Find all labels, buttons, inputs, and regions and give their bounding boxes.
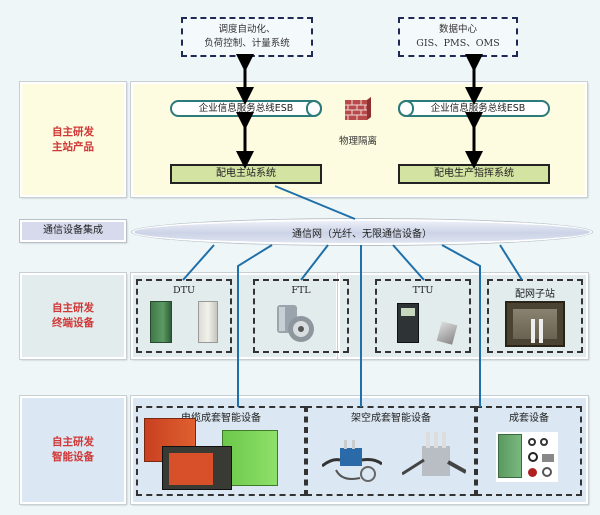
dispatch-line1: 调度自动化、 bbox=[218, 24, 276, 35]
dtu-grey-cabinet-icon bbox=[198, 301, 218, 343]
group-dtu: DTU bbox=[136, 279, 232, 353]
group-ttu: TTU bbox=[375, 279, 471, 353]
dispatch-automation-box: 调度自动化、 负荷控制、计量系统 bbox=[181, 17, 313, 57]
esb-right-cap bbox=[398, 100, 414, 117]
row-label-master-line2: 主站产品 bbox=[52, 140, 94, 153]
dispatch-line2: 负荷控制、计量系统 bbox=[204, 38, 290, 49]
row-panel-terminal bbox=[131, 273, 338, 359]
group-dtu-title: DTU bbox=[173, 285, 195, 296]
system-right-label: 配电生产指挥系统 bbox=[434, 168, 514, 179]
group-ttu-title: TTU bbox=[412, 285, 434, 296]
group-overhead-equipment: 架空成套智能设备 bbox=[306, 406, 476, 496]
esb-left-cap bbox=[306, 100, 322, 117]
group-cable-equipment: 电缆成套智能设备 bbox=[136, 406, 306, 496]
row-label-terminal-line2: 终端设备 bbox=[52, 317, 94, 329]
distribution-master-system: 配电主站系统 bbox=[170, 164, 322, 184]
row-label-smart-line2: 智能设备 bbox=[52, 451, 94, 463]
data-center-line2: GIS、PMS、OMS bbox=[416, 38, 500, 49]
row-label-master-line1: 自主研发 bbox=[52, 125, 94, 138]
row-label-terminal: 自主研发 终端设备 bbox=[20, 273, 126, 359]
ftl-actuator-icon bbox=[275, 303, 321, 345]
data-center-box: 数据中心 GIS、PMS、OMS bbox=[398, 17, 518, 57]
esb-bus-right: 企业信息服务总线ESB bbox=[398, 100, 550, 117]
data-center-line1: 数据中心 bbox=[438, 24, 477, 35]
firewall-label: 物理隔离 bbox=[338, 136, 377, 147]
production-command-system: 配电生产指挥系统 bbox=[398, 164, 550, 184]
esb-right-label: 企业信息服务总线ESB bbox=[430, 103, 526, 114]
system-left-label: 配电主站系统 bbox=[216, 168, 276, 179]
group-complete-equipment: 成套设备 bbox=[476, 406, 582, 496]
equipment-set-icon bbox=[496, 432, 558, 482]
brick-wall-icon bbox=[343, 96, 373, 122]
group-ftl: FTL bbox=[253, 279, 349, 353]
ttu-meter-icon bbox=[397, 303, 419, 343]
esb-bus-left: 企业信息服务总线ESB bbox=[170, 100, 322, 117]
comm-integration-label: 通信设备集成 bbox=[20, 220, 126, 242]
ttu-module-icon bbox=[436, 321, 458, 345]
open-cabinet-icon bbox=[162, 446, 232, 490]
grey-recloser-icon bbox=[401, 430, 467, 484]
substation-panel-icon bbox=[505, 301, 565, 347]
row-label-smart-line1: 自主研发 bbox=[52, 436, 94, 448]
comm-label-text: 通信设备集成 bbox=[43, 225, 103, 236]
blue-recloser-icon bbox=[321, 440, 383, 484]
group-cable-title: 电缆成套智能设备 bbox=[181, 413, 261, 424]
group-overhead-title: 架空成套智能设备 bbox=[351, 413, 431, 424]
dtu-green-cabinet-icon bbox=[150, 301, 172, 343]
group-ftl-title: FTL bbox=[291, 285, 311, 296]
row-label-smart: 自主研发 智能设备 bbox=[20, 396, 126, 504]
row-label-terminal-line1: 自主研发 bbox=[52, 302, 94, 314]
row-label-master: 自主研发 主站产品 bbox=[20, 82, 126, 197]
group-complete-title: 成套设备 bbox=[509, 413, 549, 424]
comm-network-label: 通信网（光纤、无限通信设备） bbox=[292, 228, 432, 240]
esb-left-label: 企业信息服务总线ESB bbox=[198, 103, 294, 114]
group-substation-title: 配网子站 bbox=[515, 289, 555, 300]
group-substation: 配网子站 bbox=[487, 279, 583, 353]
comm-network-ellipse: 通信网（光纤、无限通信设备） bbox=[132, 219, 592, 245]
